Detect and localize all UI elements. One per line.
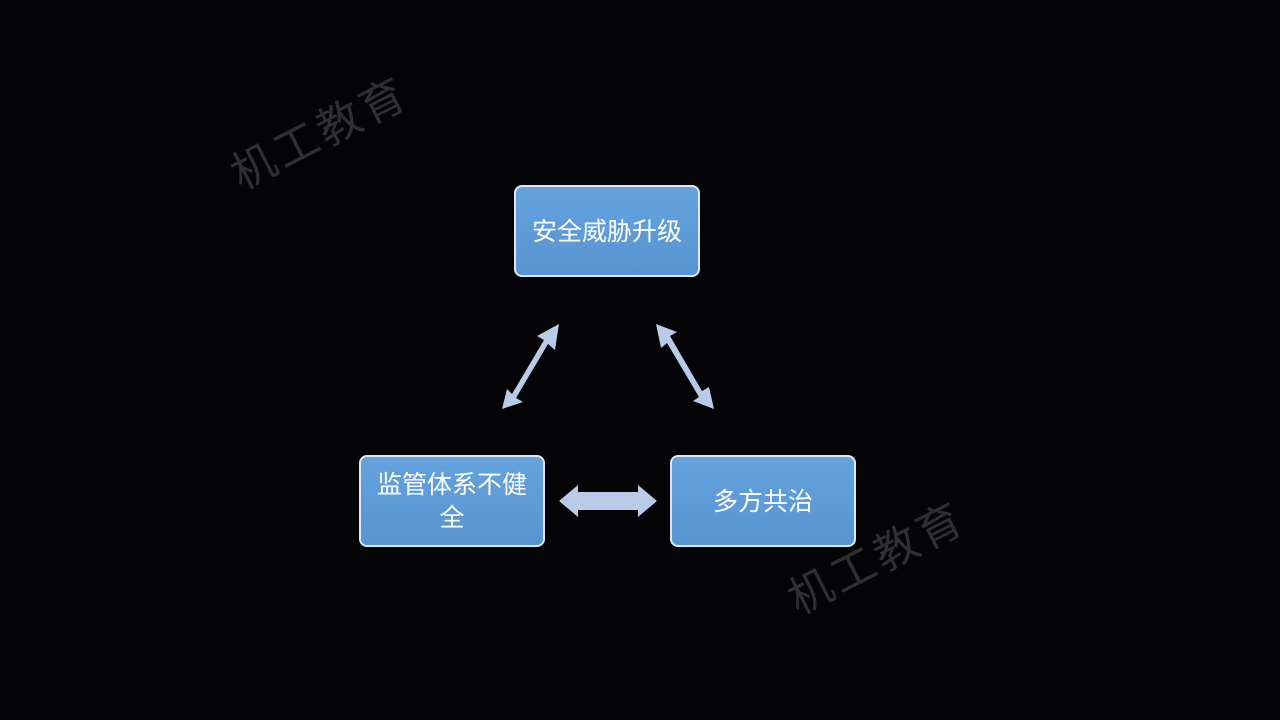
node-regulation-system-label: 监管体系不健全: [376, 470, 527, 532]
node-multi-party-governance-label: 多方共治: [712, 486, 813, 516]
node-security-threat: 安全威胁升级: [514, 185, 700, 277]
double-arrow-top-right: [656, 324, 714, 409]
node-security-threat-label: 安全威胁升级: [531, 216, 682, 246]
node-multi-party-governance: 多方共治: [670, 455, 856, 547]
double-arrow-bottom: [559, 485, 657, 517]
double-arrow-top-left: [502, 324, 559, 409]
node-regulation-system: 监管体系不健全: [359, 455, 545, 547]
